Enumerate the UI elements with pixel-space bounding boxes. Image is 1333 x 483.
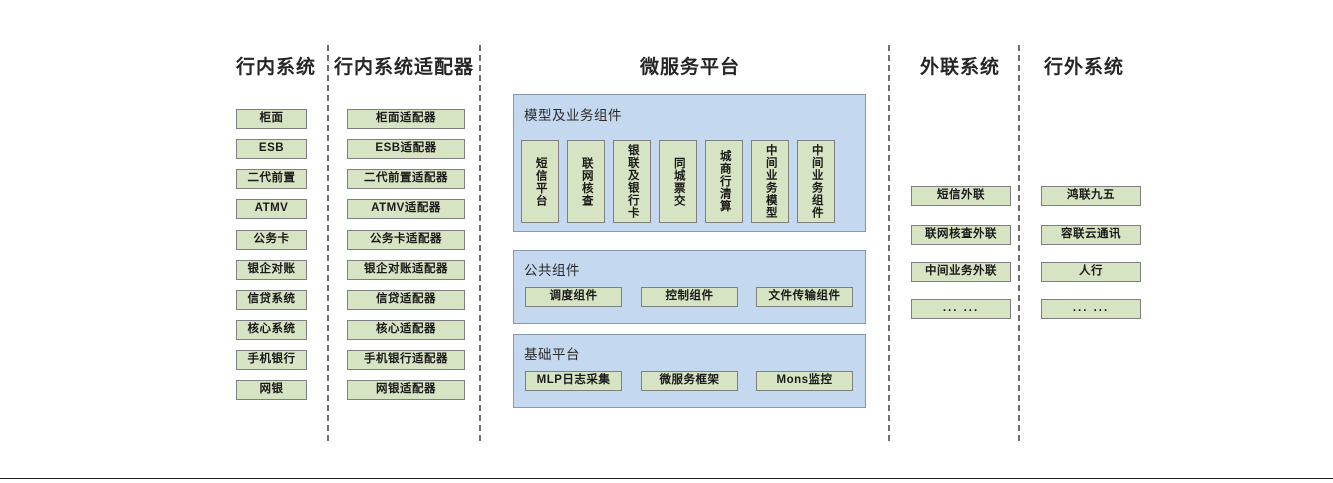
node-model-component[interactable]: 中间业务组件 xyxy=(797,140,835,223)
node-internal-adapter[interactable]: 手机银行适配器 xyxy=(347,350,465,370)
column-title-microservice-platform: 微服务平台 xyxy=(639,57,740,78)
column-title-external-link-systems: 外联系统 xyxy=(919,57,1000,78)
node-internal-system[interactable]: 二代前置 xyxy=(236,169,307,189)
panel-title-base-platform: 基础平台 xyxy=(524,347,580,362)
node-internal-adapter[interactable]: 信贷适配器 xyxy=(347,290,465,310)
divider-4 xyxy=(1018,45,1020,441)
divider-1 xyxy=(327,45,329,441)
node-base-platform-component[interactable]: 微服务框架 xyxy=(641,371,738,391)
node-internal-system[interactable]: 公务卡 xyxy=(236,230,307,250)
node-base-platform-component[interactable]: Mons监控 xyxy=(756,371,853,391)
node-internal-adapter[interactable]: 银企对账适配器 xyxy=(347,260,465,280)
node-offbank-system[interactable]: 容联云通讯 xyxy=(1041,225,1141,245)
panel-title-model-business-components: 模型及业务组件 xyxy=(524,108,622,123)
divider-2 xyxy=(479,45,481,441)
node-public-component[interactable]: 文件传输组件 xyxy=(756,287,853,307)
node-model-component[interactable]: 短信平台 xyxy=(521,140,559,223)
node-external-link-system[interactable]: 联网核查外联 xyxy=(911,225,1011,245)
node-model-component[interactable]: 同城票交 xyxy=(659,140,697,223)
node-internal-system[interactable]: 信贷系统 xyxy=(236,290,307,310)
node-internal-adapter[interactable]: ATMV适配器 xyxy=(347,199,465,219)
node-offbank-system[interactable]: 人行 xyxy=(1041,262,1141,282)
node-model-component[interactable]: 中间业务模型 xyxy=(751,140,789,223)
node-model-component[interactable]: 城商行清算 xyxy=(705,140,743,223)
node-internal-system[interactable]: 柜面 xyxy=(236,109,307,129)
node-internal-adapter[interactable]: 柜面适配器 xyxy=(347,109,465,129)
divider-3 xyxy=(888,45,890,441)
node-base-platform-component[interactable]: MLP日志采集 xyxy=(525,371,622,391)
column-title-internal-systems: 行内系统 xyxy=(235,57,316,78)
node-public-component[interactable]: 控制组件 xyxy=(641,287,738,307)
node-internal-adapter[interactable]: 核心适配器 xyxy=(347,320,465,340)
node-internal-system[interactable]: 手机银行 xyxy=(236,350,307,370)
node-external-link-system[interactable]: 中间业务外联 xyxy=(911,262,1011,282)
column-title-internal-adapters: 行内系统适配器 xyxy=(333,57,474,78)
node-external-link-system-more[interactable]: ... ... xyxy=(911,299,1011,319)
bottom-divider-rule xyxy=(0,478,1333,479)
node-internal-system[interactable]: ATMV xyxy=(236,199,307,219)
node-internal-system[interactable]: 网银 xyxy=(236,380,307,400)
node-public-component[interactable]: 调度组件 xyxy=(525,287,622,307)
node-model-component[interactable]: 联网核查 xyxy=(567,140,605,223)
node-internal-system[interactable]: ESB xyxy=(236,139,307,159)
node-external-link-system[interactable]: 短信外联 xyxy=(911,186,1011,206)
node-internal-adapter[interactable]: 二代前置适配器 xyxy=(347,169,465,189)
node-internal-system[interactable]: 核心系统 xyxy=(236,320,307,340)
node-internal-adapter[interactable]: 网银适配器 xyxy=(347,380,465,400)
column-title-offbank-systems: 行外系统 xyxy=(1043,57,1124,78)
node-offbank-system-more[interactable]: ... ... xyxy=(1041,299,1141,319)
node-internal-adapter[interactable]: 公务卡适配器 xyxy=(347,230,465,250)
node-internal-adapter[interactable]: ESB适配器 xyxy=(347,139,465,159)
node-model-component[interactable]: 银联及银行卡 xyxy=(613,140,651,223)
node-internal-system[interactable]: 银企对账 xyxy=(236,260,307,280)
node-offbank-system[interactable]: 鸿联九五 xyxy=(1041,186,1141,206)
panel-title-public-components: 公共组件 xyxy=(524,263,580,278)
